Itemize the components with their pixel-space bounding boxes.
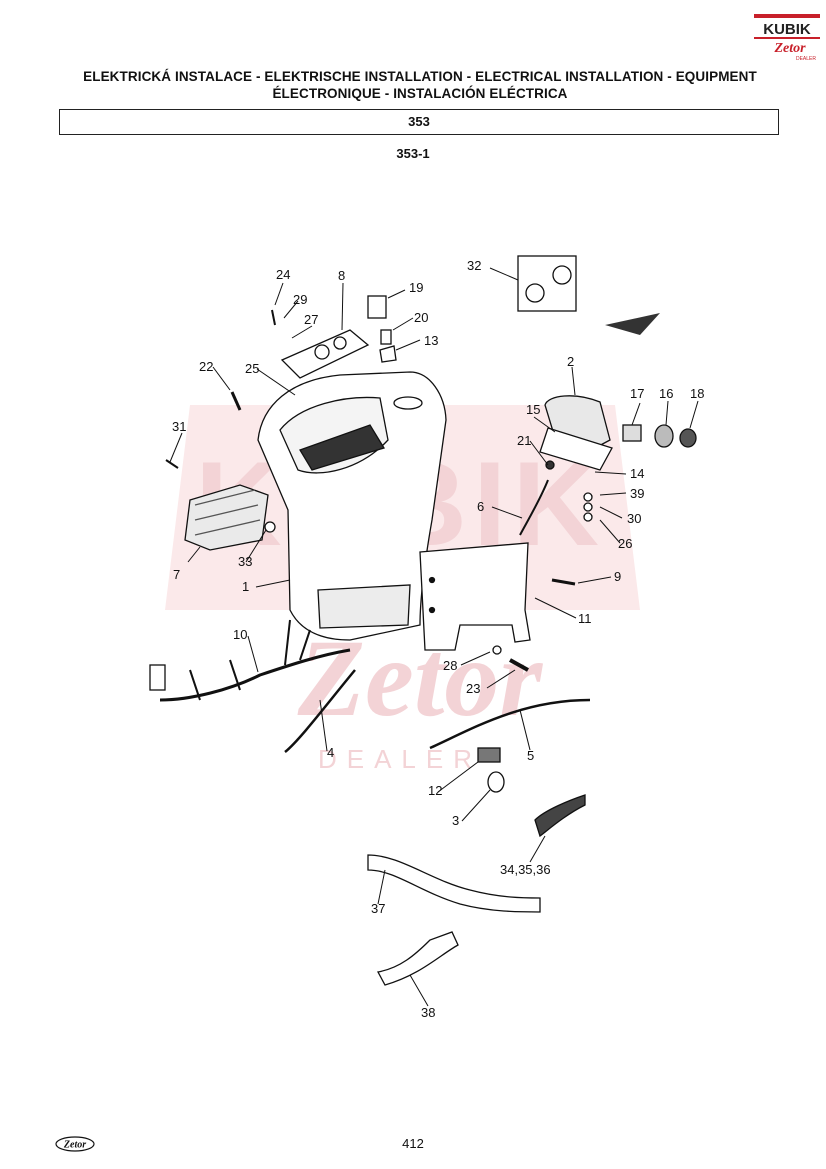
part-3-grommet <box>487 771 505 793</box>
part-19-cap <box>367 295 387 319</box>
part-6-cable <box>519 479 549 536</box>
footer-logo-text: Zetor <box>63 1140 86 1151</box>
callout-9: 9 <box>614 569 621 584</box>
part-20-bulb <box>380 329 392 345</box>
callout-15: 15 <box>526 402 540 417</box>
callout-31: 31 <box>172 419 186 434</box>
callout-13: 13 <box>424 333 438 348</box>
callout-14: 14 <box>630 466 644 481</box>
part-4-cable <box>284 669 356 753</box>
callout-7: 7 <box>173 567 180 582</box>
part-38-hose <box>377 931 459 986</box>
callout-10: 10 <box>233 627 247 642</box>
part-5-cable <box>429 698 591 750</box>
part-12-clip <box>477 747 501 763</box>
callout-8: 8 <box>338 268 345 283</box>
callout-37: 37 <box>371 901 385 916</box>
callout-6: 6 <box>477 499 484 514</box>
part-18-ring <box>679 428 697 448</box>
callout-33: 33 <box>238 554 252 569</box>
callout-23: 23 <box>466 681 480 696</box>
callout-39: 39 <box>630 486 644 501</box>
part-13-holder <box>379 345 397 363</box>
watermark-sub-text: DEALER <box>318 744 482 774</box>
page-title: ELEKTRICKÁ INSTALACE - ELEKTRISCHE INSTA… <box>40 68 800 102</box>
callout-38: 38 <box>421 1005 435 1020</box>
part-11-side-panel <box>419 542 531 651</box>
callout-17: 17 <box>630 386 644 401</box>
part-23-bolt <box>509 658 529 672</box>
callout-20: 20 <box>414 310 428 325</box>
footer-zetor-logo: Zetor <box>55 1136 95 1152</box>
part-17-switch <box>622 424 642 442</box>
callout-22: 22 <box>199 359 213 374</box>
title-line-1: ELEKTRICKÁ INSTALACE - ELEKTRISCHE INSTA… <box>83 69 757 84</box>
part-34-strap <box>534 794 586 838</box>
parts-drawing <box>149 255 697 986</box>
part-7-fuse-box <box>184 484 269 551</box>
callout-26: 26 <box>618 536 632 551</box>
part-10-harness <box>159 648 351 702</box>
part-37-hose <box>367 854 541 913</box>
callout-5: 5 <box>527 748 534 763</box>
callout-28: 28 <box>443 658 457 673</box>
callout-labels: 1 2 3 4 5 6 7 8 9 10 11 12 13 14 15 16 1… <box>172 258 704 1020</box>
part-28-nut <box>492 645 502 655</box>
callout-25: 25 <box>245 361 259 376</box>
section-number-box: 353 <box>59 109 779 135</box>
callout-30: 30 <box>627 511 641 526</box>
logo-brand-text: KUBIK <box>763 21 811 38</box>
callout-24: 24 <box>276 267 290 282</box>
callout-18: 18 <box>690 386 704 401</box>
logo-zetor-text: Zetor <box>773 41 806 56</box>
callout-12: 12 <box>428 783 442 798</box>
callout-29: 29 <box>293 292 307 307</box>
callout-2: 2 <box>567 354 574 369</box>
callout-11: 11 <box>578 611 592 626</box>
callout-34-35-36: 34,35,36 <box>500 862 551 877</box>
leader-lines <box>169 267 699 1007</box>
title-line-2: ÉLECTRONIQUE - INSTALACIÓN ELÉCTRICA <box>272 86 568 101</box>
direction-arrow <box>605 313 660 335</box>
part-32-decal <box>517 255 577 312</box>
kubik-dealer-logo: KUBIK Zetor DEALER <box>754 14 820 62</box>
figure-number: 353-1 <box>396 146 430 161</box>
logo-dealer-text: DEALER <box>796 56 816 62</box>
part-16-nut <box>654 424 674 448</box>
callout-21: 21 <box>517 433 531 448</box>
callout-1: 1 <box>242 579 249 594</box>
callout-3: 3 <box>452 813 459 828</box>
part-9-bolt <box>551 578 576 586</box>
callout-27: 27 <box>304 312 318 327</box>
page-number: 412 <box>402 1136 424 1151</box>
callout-32: 32 <box>467 258 481 273</box>
part-15-bracket <box>539 427 613 471</box>
callout-16: 16 <box>659 386 673 401</box>
callout-4: 4 <box>327 745 334 760</box>
callout-19: 19 <box>409 280 423 295</box>
